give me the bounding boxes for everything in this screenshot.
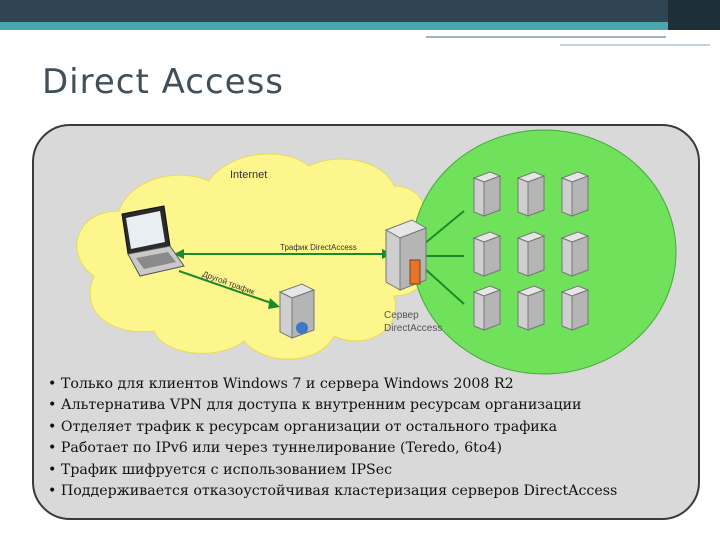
server-icon [516, 171, 546, 217]
server-icon [516, 231, 546, 277]
bullet-item: Поддерживается отказоустойчивая кластери… [48, 481, 696, 502]
internet-server-icon [278, 283, 316, 339]
server-label-line1: Сервер [384, 310, 419, 321]
directaccess-server-icon [384, 219, 428, 291]
network-diagram: Internet Трафик DirectAccess Другой траф… [76, 129, 677, 375]
top-bar [0, 0, 720, 22]
bullet-item: Только для клиентов Windows 7 и сервера … [48, 374, 696, 395]
bullet-list: Только для клиентов Windows 7 и сервера … [48, 374, 696, 502]
decor-rule [560, 44, 710, 46]
server-icon [516, 285, 546, 331]
server-icon [472, 171, 502, 217]
laptop-icon [121, 205, 185, 277]
intranet-servers [472, 171, 590, 331]
tunnel-label: Трафик DirectAccess [280, 243, 357, 252]
top-bar-corner [668, 0, 720, 30]
arrow-head-icon [174, 249, 184, 259]
slide-title: Direct Access [42, 62, 285, 102]
traffic-lines [174, 210, 465, 309]
bullet-item: Трафик шифруется с использованием IPSec [48, 460, 696, 481]
server-icon [472, 231, 502, 277]
server-icon [560, 285, 590, 331]
arrow-head-icon [268, 298, 280, 309]
server-icon [472, 285, 502, 331]
bullet-item: Работает по IPv6 или через туннелировани… [48, 438, 696, 459]
server-icon [560, 231, 590, 277]
internet-label: Internet [230, 169, 267, 181]
top-bar-accent [0, 22, 720, 30]
server-icon [560, 171, 590, 217]
bullet-item: Отделяет трафик к ресурсам организации о… [48, 417, 696, 438]
content-panel: Internet Трафик DirectAccess Другой траф… [32, 124, 700, 520]
decor-rule [426, 36, 666, 38]
bullet-item: Альтернатива VPN для доступа к внутренни… [48, 395, 696, 416]
server-label-line2: DirectAccess [384, 323, 442, 334]
other-traffic-line [178, 270, 275, 305]
